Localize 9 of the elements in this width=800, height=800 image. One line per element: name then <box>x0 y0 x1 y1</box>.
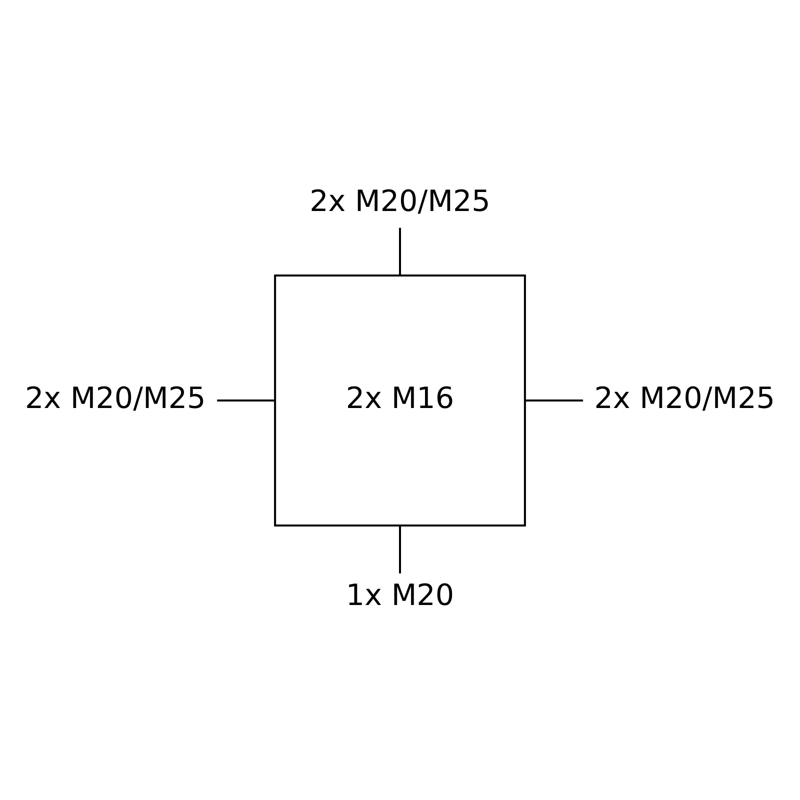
node-text: 2x M20/M25 <box>594 380 776 414</box>
connector <box>399 227 401 275</box>
connector <box>525 399 584 401</box>
node-box: 2x M16 <box>274 274 526 526</box>
node-text: 2x M20/M25 <box>24 380 206 414</box>
node-text: 1x M20 <box>346 578 454 612</box>
connector <box>399 525 401 573</box>
node-text: 2x M20/M25 <box>310 183 490 218</box>
connector <box>217 399 275 401</box>
